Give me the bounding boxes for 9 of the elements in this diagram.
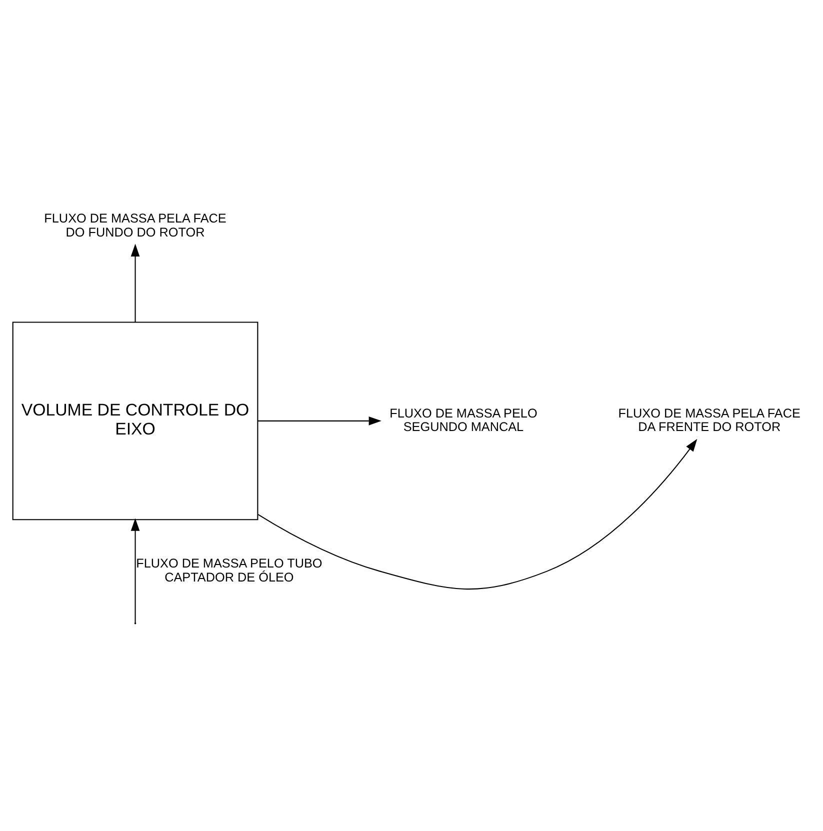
arrow: [130, 244, 140, 322]
arrow: [258, 416, 382, 426]
arrow: [130, 518, 140, 623]
arrow: [258, 438, 698, 590]
edge-label: FLUXO DE MASSA PELO TUBO CAPTADOR DE ÓLEO: [136, 556, 322, 584]
node-text: FLUXO DE MASSA PELA FACE DO FUNDO DO ROTOR: [44, 212, 226, 240]
node-text: FLUXO DE MASSA PELA FACE DA FRENTE DO ROTOR: [618, 406, 800, 434]
node-box: VOLUME DE CONTROLE DO EIXO: [12, 322, 258, 520]
node-text: FLUXO DE MASSA PELO SEGUNDO MANCAL: [390, 406, 538, 434]
